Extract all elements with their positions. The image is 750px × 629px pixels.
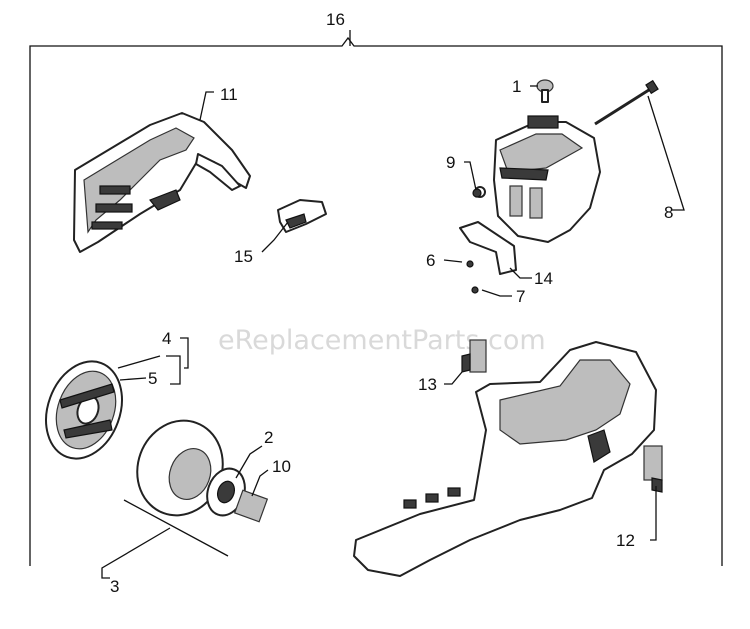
callout-15: 15 bbox=[234, 247, 253, 266]
part-5-clutch bbox=[45, 360, 123, 460]
callout-10: 10 bbox=[272, 457, 291, 476]
part-6-screw bbox=[466, 260, 474, 268]
chassis-frame bbox=[353, 341, 657, 577]
part-9-nut bbox=[472, 188, 482, 198]
callout-2: 2 bbox=[264, 428, 273, 447]
callout-14: 14 bbox=[534, 269, 553, 288]
callout-3: 3 bbox=[110, 577, 119, 596]
callout-12: 12 bbox=[616, 531, 635, 550]
part-3-clutch-drum bbox=[136, 419, 224, 517]
part-14-gasket bbox=[459, 221, 517, 275]
part-8-long-bolt bbox=[594, 79, 659, 126]
callout-6: 6 bbox=[426, 251, 435, 270]
part-2-sprocket bbox=[206, 467, 246, 517]
watermark-text: eReplacementParts.com bbox=[218, 325, 546, 356]
callout-4: 4 bbox=[162, 329, 171, 348]
callout-13: 13 bbox=[418, 375, 437, 394]
muffler-assembly bbox=[474, 115, 601, 243]
callout-1: 1 bbox=[512, 77, 521, 96]
callout-7: 7 bbox=[516, 287, 525, 306]
callout-5: 5 bbox=[148, 369, 157, 388]
part-15-chain-catcher bbox=[277, 199, 327, 233]
leader-lines bbox=[101, 30, 685, 579]
part-7-screw bbox=[471, 286, 479, 294]
part-11-clutch-cover bbox=[73, 112, 251, 253]
callout-9: 9 bbox=[446, 153, 455, 172]
part-1-cap-screw bbox=[536, 79, 554, 103]
assembly-frame-bracket bbox=[29, 36, 723, 566]
callout-labels: 16 11 15 1 8 9 6 14 7 4 5 2 10 3 13 12 bbox=[110, 10, 673, 596]
part-12-anti-vibration-spring bbox=[643, 445, 663, 493]
part-13-anti-vibration-spring bbox=[461, 339, 487, 373]
callout-11: 11 bbox=[220, 85, 238, 104]
part-10-needle-bearing bbox=[233, 489, 269, 523]
callout-8: 8 bbox=[664, 203, 673, 222]
callout-16: 16 bbox=[326, 10, 345, 29]
